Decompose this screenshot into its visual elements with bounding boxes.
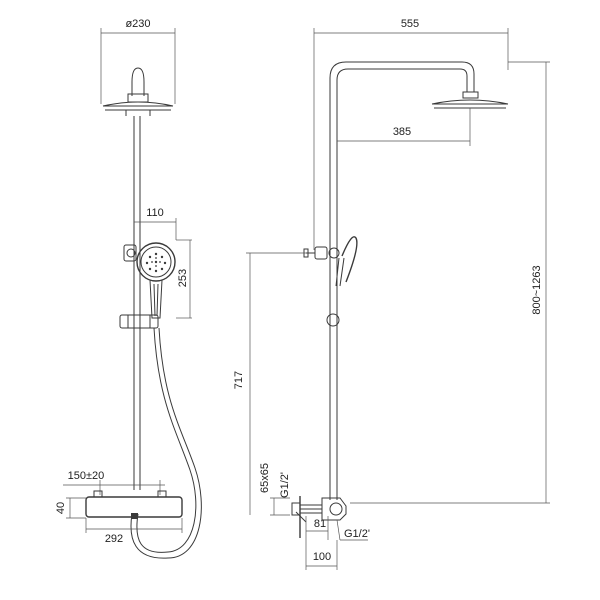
handshower-handle [149,279,163,319]
side-handshower [335,236,358,287]
riser-pipe [133,116,141,490]
projection-label: 100 [313,551,331,563]
valve-height-label: 40 [55,502,67,514]
wall-offset-label: 81 [314,518,326,530]
side-handshower-holder [303,246,340,260]
handshower-holder [123,244,137,262]
side-riser-and-arm [329,61,475,500]
side-overhead-head [431,91,509,109]
handshower-head [136,242,176,282]
side-view: 555 385 800~1263 [233,18,550,570]
overall-reach-dimension: 555 [313,18,509,250]
wall-offset-dimension: 81 [306,516,329,540]
handshower-height-dimension: 253 [176,239,192,319]
slider-clamp [119,314,159,329]
head-diameter-dimension: ø230 [100,18,176,104]
valve-length-label: 292 [105,533,123,545]
thread-right-label: G1/2' [344,528,370,540]
thread-left-label: G1/2' [279,472,291,498]
handshower-width-dimension: 110 [134,207,177,240]
height-range-label: 800~1263 [531,265,543,314]
shower-hose [130,327,202,559]
height-range-dimension: 800~1263 [350,61,550,504]
thermostatic-valve [85,490,183,519]
flange-size-label: 65x65 [259,463,271,493]
side-slider-knob [326,313,340,327]
head-diameter-label: ø230 [125,18,150,30]
valve-height-dimension: 40 [55,497,86,519]
arm-reach-label: 385 [393,126,411,138]
handshower-width-label: 110 [146,207,164,219]
arm-reach-dimension: 385 [337,108,471,146]
wall-connection [291,496,347,538]
front-view: ø230 110 253 [55,18,202,559]
holder-height-label: 717 [233,371,245,389]
valve-centers-dimension: 150±20 [63,470,165,495]
overall-reach-label: 555 [401,18,419,30]
projection-dimension: 100 [305,516,338,570]
holder-height-dimension: 717 [233,252,306,515]
flange-size-dimension: 65x65 [259,463,290,516]
valve-centers-label: 150±20 [68,470,105,482]
overhead-shower-head [102,67,174,116]
thread-right-callout: G1/2' [336,519,370,541]
handshower-height-label: 253 [177,269,189,287]
valve-length-dimension: 292 [85,518,183,545]
